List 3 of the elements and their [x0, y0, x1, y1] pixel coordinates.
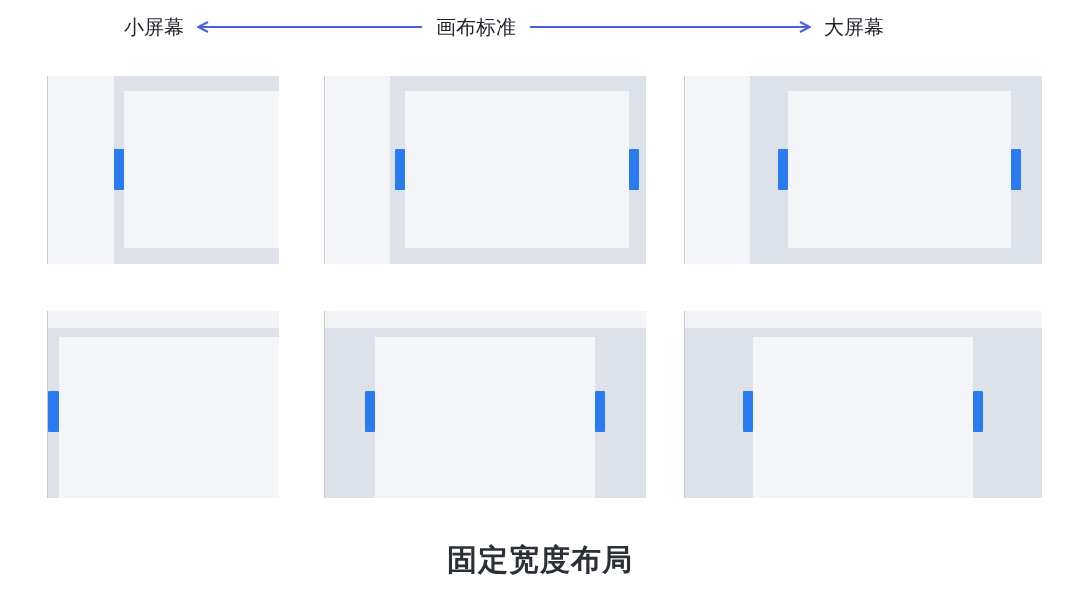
caption: 固定宽度布局 [447, 542, 633, 577]
arrow [529, 21, 811, 33]
arrow [197, 21, 423, 33]
